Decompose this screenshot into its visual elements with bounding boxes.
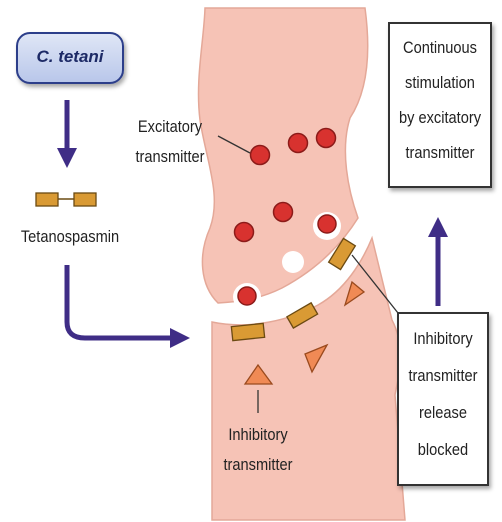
arrow-to-synapse	[67, 265, 180, 338]
blocked-line: release	[405, 401, 481, 425]
vesicle	[235, 223, 254, 242]
vesicle	[274, 203, 293, 222]
vesicle	[238, 287, 256, 305]
excitatory-label-line1: Excitatory	[125, 116, 214, 137]
c-tetani-label: C. tetani	[18, 47, 122, 67]
vesicle	[251, 146, 270, 165]
blocked-line: transmitter	[405, 364, 481, 388]
vesicle	[318, 215, 336, 233]
effect-line: stimulation	[397, 71, 483, 95]
inhibitory-label-line1: Inhibitory	[215, 424, 301, 445]
vesicle	[289, 134, 308, 153]
tetanospasmin-label: Tetanospasmin	[13, 226, 127, 247]
blocked-line: blocked	[405, 438, 481, 462]
toxin-block	[231, 323, 264, 340]
effect-line: transmitter	[397, 141, 483, 165]
c-tetani-box: C. tetani	[16, 32, 124, 84]
effect-line: by excitatory	[397, 106, 483, 130]
blocked-line: Inhibitory	[405, 327, 481, 351]
effect-line: Continuous	[397, 36, 483, 60]
inhibitory-release-blocked-box: Inhibitory transmitter release blocked	[397, 312, 489, 486]
excitatory-label-line2: transmitter	[125, 146, 214, 167]
continuous-stimulation-box: Continuous stimulation by excitatory tra…	[388, 22, 492, 188]
fusing-vesicle	[282, 251, 304, 273]
tetanospasmin-icon	[36, 193, 96, 206]
inhibitory-label-line2: transmitter	[215, 454, 301, 475]
vesicle	[317, 129, 336, 148]
